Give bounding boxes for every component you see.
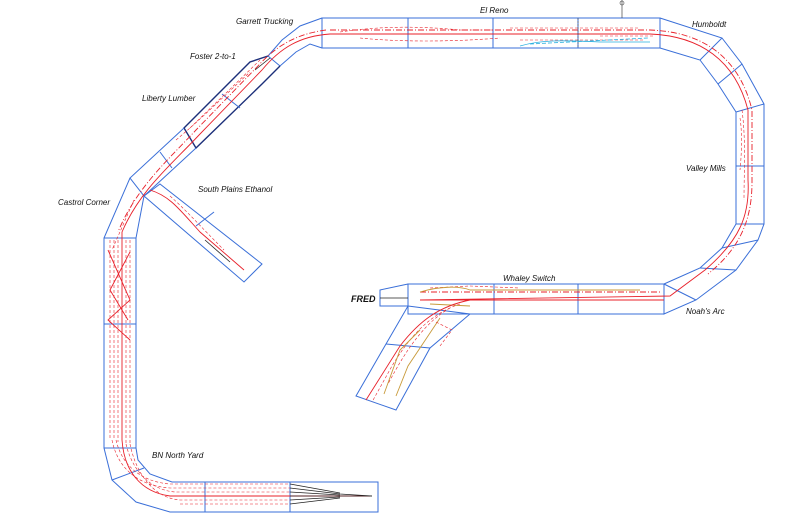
bn-north-yard-tracks [111,439,373,505]
label-whaley-switch: Whaley Switch [503,274,556,283]
benchwork-whaley-switch [407,283,665,315]
whaley-switch-tracks [380,285,664,307]
south-plains-spur-tracks [149,189,245,271]
benchwork-south-plains-spur [143,183,263,283]
benchwork [103,17,765,513]
castrol-corner-yard [107,199,135,444]
label-humboldt: Humboldt [692,20,727,29]
label-castrol-corner: Castrol Corner [58,198,110,207]
benchwork-garrett-curve [267,17,323,67]
benchwork-valley-mills [735,166,765,225]
el-reno-yard [339,0,655,48]
benchwork-foster-section [183,55,281,150]
angled-branch-tracks [365,299,471,403]
benchwork-fred-stub [379,283,409,307]
label-valley-mills: Valley Mills [686,164,726,173]
liberty-foster-tracks [175,57,271,141]
label-foster-2-to-1: Foster 2-to-1 [190,52,236,61]
label-garrett-trucking: Garrett Trucking [236,17,294,26]
benchwork-liberty-section [129,127,197,197]
location-labels: Garrett Trucking El Reno Humboldt Foster… [58,6,727,460]
label-liberty-lumber: Liberty Lumber [142,94,196,103]
label-fred: FRED [351,294,376,304]
label-noahs-arc: Noah's Arc [686,307,725,316]
mainline-track [117,29,753,497]
benchwork-castrol-corner [103,177,145,449]
benchwork-humboldt-curve [659,17,765,167]
label-south-plains-ethanol: South Plains Ethanol [198,185,272,194]
benchwork-bn-north-yard [103,447,379,513]
label-bn-north-yard: BN North Yard [152,451,204,460]
benchwork-top-run [321,17,661,49]
label-el-reno: El Reno [480,6,509,15]
humboldt-valley-tracks [739,109,745,201]
